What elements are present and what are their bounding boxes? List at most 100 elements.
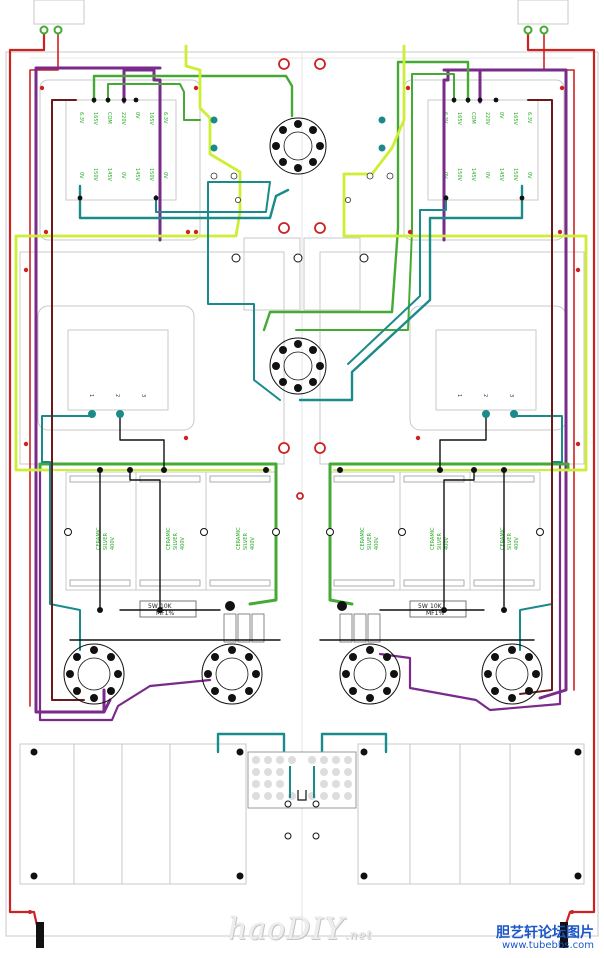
output-left-pins: 1 2 3 [88, 394, 146, 397]
wire-lime-left [14, 44, 242, 472]
tube-socket-bottom-2 [201, 643, 263, 705]
tr-top-1: 165V [456, 112, 462, 126]
top-right-connector [517, 0, 569, 25]
tube-socket-bottom-4 [481, 643, 543, 705]
svg-text:CERAMIC: CERAMIC [236, 527, 242, 550]
wire-black-right [319, 415, 535, 641]
terminals-open [64, 253, 544, 840]
tr-bot-3: 0V [484, 172, 490, 179]
top-connector-pins [39, 25, 549, 35]
svg-text:CERAMIC: CERAMIC [360, 527, 366, 550]
svg-text:400V: 400V [374, 536, 380, 550]
ol-pin-2: 2 [114, 394, 120, 397]
tube-socket-bottom-1 [63, 643, 125, 705]
tl-top-5: 165V [148, 112, 154, 126]
svg-text:CERAMIC: CERAMIC [96, 527, 102, 550]
watermark-site-cn: 胆艺轩论坛图片 [496, 925, 594, 941]
resistor-right-tol: MF1% [426, 610, 444, 617]
wire-red-right [526, 28, 596, 932]
wire-green-left-mid [38, 462, 278, 606]
svg-text:SILVER: SILVER [437, 533, 443, 550]
wire-lime-right [342, 44, 588, 472]
svg-text:400V: 400V [250, 536, 256, 550]
svg-text:400V: 400V [110, 536, 116, 550]
tube-socket-top-center [269, 117, 327, 175]
tl-bot-4: 145V [134, 168, 140, 182]
tr-bot-6: 0V [526, 172, 532, 179]
svg-text:400V: 400V [444, 536, 450, 550]
tl-top-6: 6.3V [162, 112, 168, 124]
watermark-brand-suffix: .net [344, 928, 373, 942]
svg-text:SILVER: SILVER [103, 533, 109, 550]
tr-top-5: 165V [512, 112, 518, 126]
tl-top-2: COM [106, 112, 112, 124]
output-right-pins: 1 2 3 [456, 394, 514, 397]
tl-top-0: 6.3V [78, 112, 84, 124]
tl-top-4: 0V [134, 112, 140, 119]
or-pin-3: 3 [508, 394, 514, 397]
tl-bot-2: 145V [106, 168, 112, 182]
tl-top-1: 165V [92, 112, 98, 126]
wire-green-right-top [262, 60, 470, 332]
wire-green-right-mid [328, 462, 570, 606]
transformer-left-labels: 6.3V 165V COM 220V 0V 165V 6.3V 0V 150V … [78, 112, 168, 182]
transformer-terminals [77, 97, 525, 201]
or-pin-1: 1 [456, 394, 462, 397]
resistor-right-value: 10K [430, 603, 443, 610]
wire-red-left-2 [29, 29, 59, 707]
watermark-url: www.tubebbs.com [502, 940, 594, 951]
svg-text:SILVER: SILVER [367, 533, 373, 550]
mounting-holes-red [23, 85, 581, 914]
tr-top-6: 6.3V [526, 112, 532, 124]
wires [8, 28, 596, 932]
ol-pin-3: 3 [140, 394, 146, 397]
tr-bot-5: 150V [512, 168, 518, 182]
tl-bot-5: 150V [148, 168, 154, 182]
mounting-rings-red [278, 58, 326, 500]
resistor-left: 5W 10K MF1% [139, 600, 197, 618]
wire-green-right-top-2 [295, 73, 455, 331]
wire-teal-right [298, 184, 524, 402]
wire-red-left [8, 28, 46, 932]
tr-bot-2: 145V [470, 168, 476, 182]
ol-pin-1: 1 [88, 394, 94, 397]
wire-teal-left-2 [155, 181, 281, 401]
top-left-connector [33, 0, 85, 25]
tr-top-4: 0V [498, 112, 504, 119]
wire-darkred-left [51, 99, 85, 701]
terminals-black [30, 467, 582, 880]
wire-teal-bottom-right [320, 732, 388, 754]
wire-purple-right-low [378, 462, 562, 712]
svg-text:SILVER: SILVER [243, 533, 249, 550]
tr-top-2: COM [470, 112, 476, 124]
transformer-right-labels: 6.3V 165V COM 220V 0V 165V 6.3V 0V 150V … [442, 112, 532, 182]
svg-text:400V: 400V [180, 536, 186, 550]
bottom-connectors [36, 922, 568, 948]
small-capacitors [223, 613, 381, 643]
or-pin-2: 2 [482, 394, 488, 397]
wire-teal-bottom-left [216, 732, 286, 754]
terminals-teal [88, 116, 518, 418]
wire-purple-left-low [38, 470, 212, 722]
resistor-right-power: 5W [418, 603, 428, 610]
watermark-haodiy: haoDIY.net [228, 912, 372, 947]
tl-bot-1: 150V [92, 168, 98, 182]
tr-bot-4: 145V [498, 168, 504, 182]
svg-text:SILVER: SILVER [507, 533, 513, 550]
watermark-brand: haoDIY [228, 912, 345, 947]
tl-bot-0: 0V [78, 172, 84, 179]
tube-sockets [63, 117, 543, 705]
svg-text:CERAMIC: CERAMIC [430, 527, 436, 550]
tube-socket-bottom-3 [339, 643, 401, 705]
wire-green-left-top-2 [107, 83, 201, 121]
resistor-left-value: 10K [160, 603, 173, 610]
tr-bot-1: 150V [456, 168, 462, 182]
terminals-small-open [210, 172, 394, 203]
wire-teal-right-2 [347, 195, 447, 365]
tl-top-3: 220V [120, 112, 126, 126]
wire-black-left [69, 415, 281, 641]
tr-top-3: 220V [484, 112, 490, 126]
resistor-right: 5W 10K MF1% [409, 600, 467, 618]
svg-text:SILVER: SILVER [173, 533, 179, 550]
